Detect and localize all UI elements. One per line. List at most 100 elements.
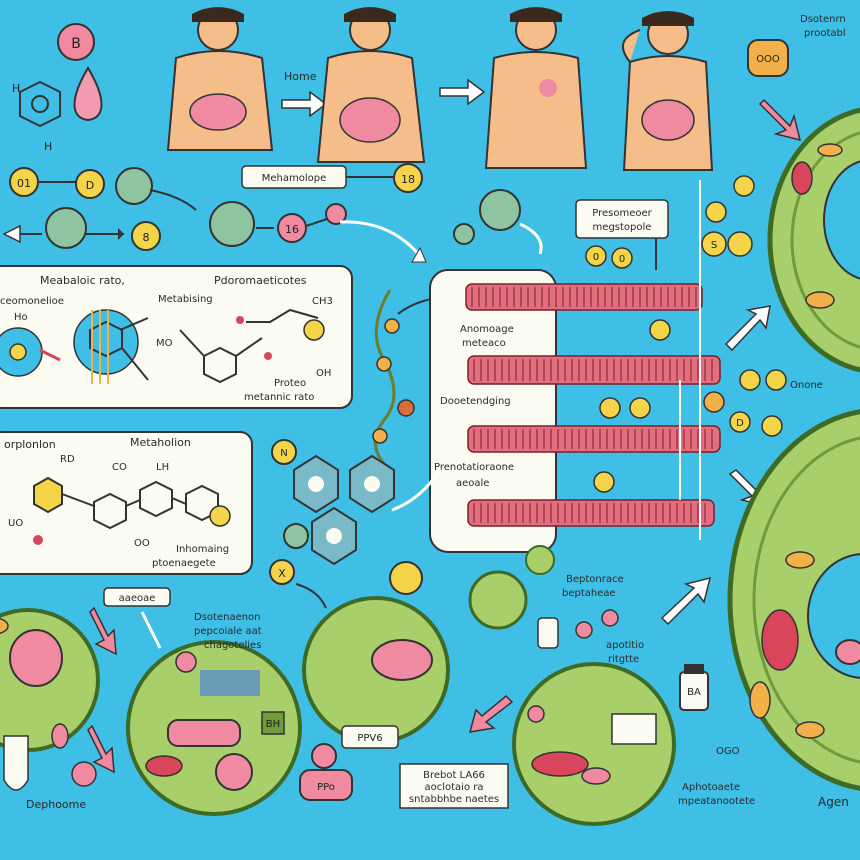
svg-text:ritgtte: ritgtte	[608, 654, 639, 665]
svg-text:B: B	[71, 36, 81, 52]
cell-top-right	[767, 107, 860, 373]
svg-text:Dooetendging: Dooetendging	[440, 396, 511, 407]
svg-text:Prenotatioraone: Prenotatioraone	[434, 462, 514, 473]
svg-text:BH: BH	[266, 719, 280, 730]
enzyme-cluster	[453, 189, 543, 255]
cell-bottom-left	[0, 608, 100, 752]
human-figure-2	[316, 7, 426, 163]
svg-text:Presomeoer: Presomeoer	[592, 208, 652, 219]
svg-text:Mehamolope: Mehamolope	[262, 173, 327, 184]
svg-text:aaeoae: aaeoae	[119, 593, 156, 604]
svg-text:pepcoiale aat: pepcoiale aat	[194, 626, 262, 637]
svg-text:D: D	[86, 179, 94, 192]
label-aaeoae: aaeoae	[103, 587, 171, 607]
curved-arrow-icon	[339, 220, 422, 257]
svg-text:H: H	[44, 140, 52, 153]
arrow-down-icon	[87, 724, 115, 774]
arrow-up-right-icon	[724, 305, 771, 352]
human-figure-3	[484, 7, 588, 169]
svg-text:chagotelies: chagotelies	[204, 640, 261, 651]
svg-text:beptaheae: beptaheae	[562, 588, 616, 599]
left-box-metabolic-rate: Meabaloic rato, Pdoromaeticotes ceomonel…	[0, 265, 353, 409]
solute-bubbles: 0 0 S D	[585, 175, 787, 540]
label-apotitio: apotitio ritgtte	[606, 640, 644, 665]
svg-text:Pdoromaeticotes: Pdoromaeticotes	[214, 274, 307, 287]
svg-text:0: 0	[619, 254, 625, 265]
arrow-down-left-icon	[468, 694, 514, 733]
cell-bottom-4	[512, 662, 676, 826]
left-box-metabolism: orplonlon Metaholion RD CO LH UO OO Inho…	[0, 431, 253, 575]
jar-icon: BA	[679, 664, 709, 711]
curved-arrow-icon	[295, 583, 327, 609]
arrow-up-right-icon	[660, 576, 712, 626]
svg-text:16: 16	[285, 223, 299, 236]
pathway-row-1: 01 D	[9, 167, 197, 211]
svg-text:UO: UO	[8, 518, 23, 529]
droplet-icon	[73, 66, 103, 122]
svg-text:Meabaloic rato,: Meabaloic rato,	[40, 274, 125, 287]
svg-text:OH: OH	[316, 368, 331, 379]
enzyme-hexagons: N	[271, 439, 442, 566]
svg-text:PPo: PPo	[317, 782, 335, 793]
home-label: Home	[284, 70, 317, 83]
svg-text:X: X	[278, 567, 286, 580]
label-aphotoaete: OGO Aphotoaete mpeatanootete	[678, 746, 755, 807]
arrow-down-icon	[140, 611, 162, 649]
svg-text:Metaholion: Metaholion	[130, 436, 191, 449]
svg-text:OOO: OOO	[756, 54, 780, 65]
center-panel-header: Presomeoer megstopole	[575, 199, 669, 270]
svg-text:Inhomaing: Inhomaing	[176, 544, 229, 555]
svg-text:Dsotenrn: Dsotenrn	[800, 14, 846, 25]
svg-text:Brebot LA66: Brebot LA66	[423, 770, 485, 781]
svg-text:LH: LH	[156, 462, 169, 473]
cell-bottom-2: BH	[126, 640, 302, 816]
svg-text:Aphotoaete: Aphotoaete	[682, 782, 740, 793]
pathway-row-2: 8 16	[2, 201, 347, 251]
svg-text:OO: OO	[134, 538, 150, 549]
cell-bottom-right	[727, 409, 860, 791]
svg-text:OGO: OGO	[716, 746, 740, 757]
arrow-right-icon	[439, 78, 486, 106]
svg-text:prootabl: prootabl	[804, 28, 846, 39]
svg-text:BA: BA	[687, 687, 701, 698]
human-figure-1	[166, 7, 274, 151]
svg-text:N: N	[280, 448, 287, 459]
membrane-row-2	[467, 355, 721, 385]
svg-text:CH3: CH3	[312, 296, 333, 307]
svg-text:metannic rato: metannic rato	[244, 392, 314, 403]
svg-text:meteaco: meteaco	[462, 338, 506, 349]
label-agen: Agen	[818, 795, 849, 809]
label-beptonrace: Beptonrace beptaheae	[562, 574, 624, 599]
svg-text:aoclotaio ra: aoclotaio ra	[424, 782, 483, 793]
svg-text:Dsotenaenon: Dsotenaenon	[194, 612, 261, 623]
svg-text:Onone: Onone	[790, 380, 823, 391]
svg-text:RD: RD	[60, 454, 75, 465]
label-dsotenaenon: Dsotenaenon pepcoiale aat chagotelies	[194, 612, 262, 651]
label-dephoome: Dephoome	[3, 735, 97, 811]
methamolope-label: Mehamolope 18	[241, 163, 423, 193]
bubble-b: B	[57, 23, 95, 61]
svg-text:ptoenaegete: ptoenaegete	[152, 558, 216, 569]
svg-text:01: 01	[17, 177, 31, 190]
nutrient-cluster: OOO	[747, 39, 789, 77]
human-figure-4	[621, 11, 714, 171]
svg-text:D: D	[736, 418, 744, 429]
benzene-ring-icon	[19, 80, 61, 128]
membrane-row-3	[467, 425, 721, 453]
svg-text:Metabising: Metabising	[158, 294, 213, 305]
vesicle-cluster	[468, 545, 619, 649]
svg-text:0: 0	[593, 252, 599, 263]
svg-text:18: 18	[401, 173, 415, 186]
svg-text:Ho: Ho	[14, 312, 28, 323]
svg-text:Anomoage: Anomoage	[460, 324, 514, 335]
membrane-panel: Anomoage meteaco Dooetendging Prenotatio…	[429, 269, 557, 553]
svg-text:Proteo: Proteo	[274, 378, 306, 389]
label-brebot: Brebot LA66 aoclotaio ra sntabbhbe naete…	[399, 763, 509, 809]
svg-text:PPV6: PPV6	[357, 733, 382, 744]
membrane-stripes	[471, 287, 713, 523]
svg-text:megstopole: megstopole	[593, 222, 652, 233]
arrow-down-icon	[89, 606, 117, 656]
svg-text:orplonlon: orplonlon	[4, 438, 56, 451]
